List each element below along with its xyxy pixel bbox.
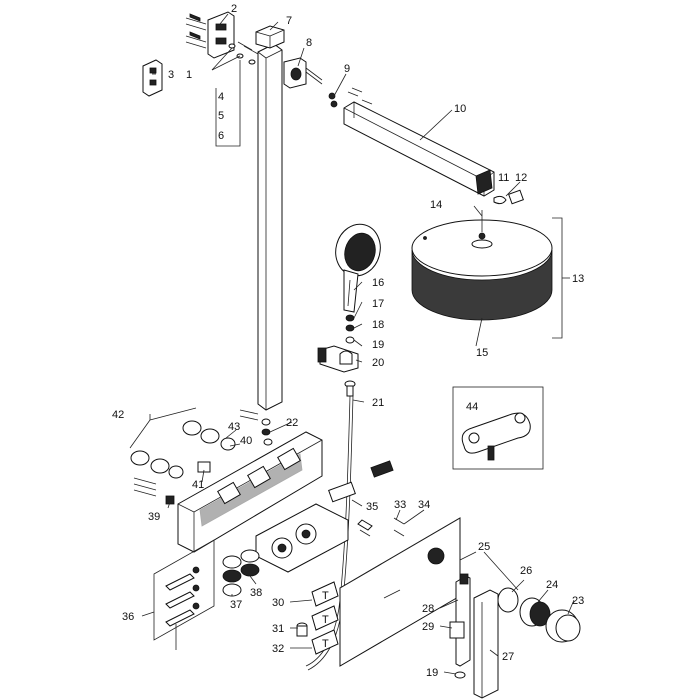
- diverter-cartridge: [255, 460, 394, 573]
- callout-43: 43: [228, 421, 240, 433]
- callout-19b: 19: [426, 667, 438, 679]
- callout-44: 44: [466, 401, 478, 413]
- part-44-box: [452, 386, 544, 470]
- callout-11: 11: [498, 172, 509, 184]
- side-rail: [449, 573, 499, 699]
- overhead-bracket: [552, 217, 570, 339]
- callout-9: 9: [344, 63, 350, 75]
- callout-12: 12: [515, 172, 527, 184]
- callout-26: 26: [520, 565, 532, 577]
- cover-plate: [339, 517, 461, 667]
- shower-arm: [343, 101, 495, 197]
- callout-31: 31: [272, 623, 284, 635]
- plate-screws: [357, 517, 405, 537]
- callout-15: 15: [476, 347, 488, 359]
- callout-1: 1: [186, 69, 192, 81]
- pipe-clamp: [283, 57, 323, 89]
- hand-shower: [335, 223, 381, 313]
- washers-screws: [228, 41, 259, 65]
- callout-30: 30: [272, 597, 284, 609]
- thermostat-knob: [497, 587, 581, 643]
- valve-cartridges: [222, 549, 260, 597]
- leader-lines: [141, 13, 575, 675]
- callout-5: 5: [218, 110, 224, 122]
- callout-24: 24: [546, 579, 558, 591]
- svg-text:T: T: [322, 590, 329, 602]
- callout-2: 2: [231, 3, 237, 15]
- callout-41: 41: [192, 479, 204, 491]
- callout-10: 10: [454, 103, 466, 115]
- callout-8: 8: [306, 37, 312, 49]
- callout-37: 37: [230, 599, 242, 611]
- riser-fittings: [239, 409, 273, 446]
- arm-end-parts: [493, 189, 524, 205]
- shower-hose: [305, 380, 356, 671]
- callout-17: 17: [372, 298, 384, 310]
- callout-13: 13: [572, 273, 584, 285]
- control-buttons: T T T: [296, 581, 339, 655]
- overhead-shower: [411, 210, 553, 321]
- callout-42: 42: [112, 409, 124, 421]
- callout-27: 27: [502, 651, 514, 663]
- stop-valves: [153, 539, 215, 641]
- callout-3: 3: [168, 69, 174, 81]
- pipe-cap: [255, 25, 285, 49]
- shower-holder: [317, 345, 359, 373]
- callout-40: 40: [240, 435, 252, 447]
- callout-4: 4: [218, 91, 224, 103]
- callout-25: 25: [478, 541, 490, 553]
- callout-6: 6: [218, 130, 224, 142]
- riser-pipe: [257, 43, 283, 411]
- hand-shower-seals: [345, 314, 355, 344]
- callout-19: 19: [372, 339, 384, 351]
- callout-32: 32: [272, 643, 284, 655]
- callout-34: 34: [418, 499, 430, 511]
- small-clip: [165, 495, 175, 505]
- svg-text:T: T: [322, 638, 329, 650]
- callout-7: 7: [286, 15, 292, 27]
- callout-23: 23: [572, 595, 584, 607]
- callout-33: 33: [394, 499, 406, 511]
- callout-39: 39: [148, 511, 160, 523]
- callout-20: 20: [372, 357, 384, 369]
- callout-labels: 1 2 3 4 5 6 7 8 9 10 11 12 13 14 15 16 1…: [112, 3, 584, 679]
- callout-36: 36: [122, 611, 134, 623]
- callout-16: 16: [372, 277, 384, 289]
- wall-bracket: [185, 11, 235, 59]
- small-bracket: [142, 59, 163, 97]
- callout-35: 35: [366, 501, 378, 513]
- callout-28: 28: [422, 603, 434, 615]
- part-42-bracket: [129, 407, 197, 449]
- seals-inserts: [130, 420, 236, 497]
- arm-screws: [328, 87, 373, 108]
- callout-21: 21: [372, 397, 384, 409]
- callout-38: 38: [250, 587, 262, 599]
- callout-14: 14: [430, 199, 442, 211]
- svg-text:T: T: [322, 614, 329, 626]
- mixer-body: [177, 431, 323, 553]
- callout-29: 29: [422, 621, 434, 633]
- callout-22: 22: [286, 417, 298, 429]
- callout-18: 18: [372, 319, 384, 331]
